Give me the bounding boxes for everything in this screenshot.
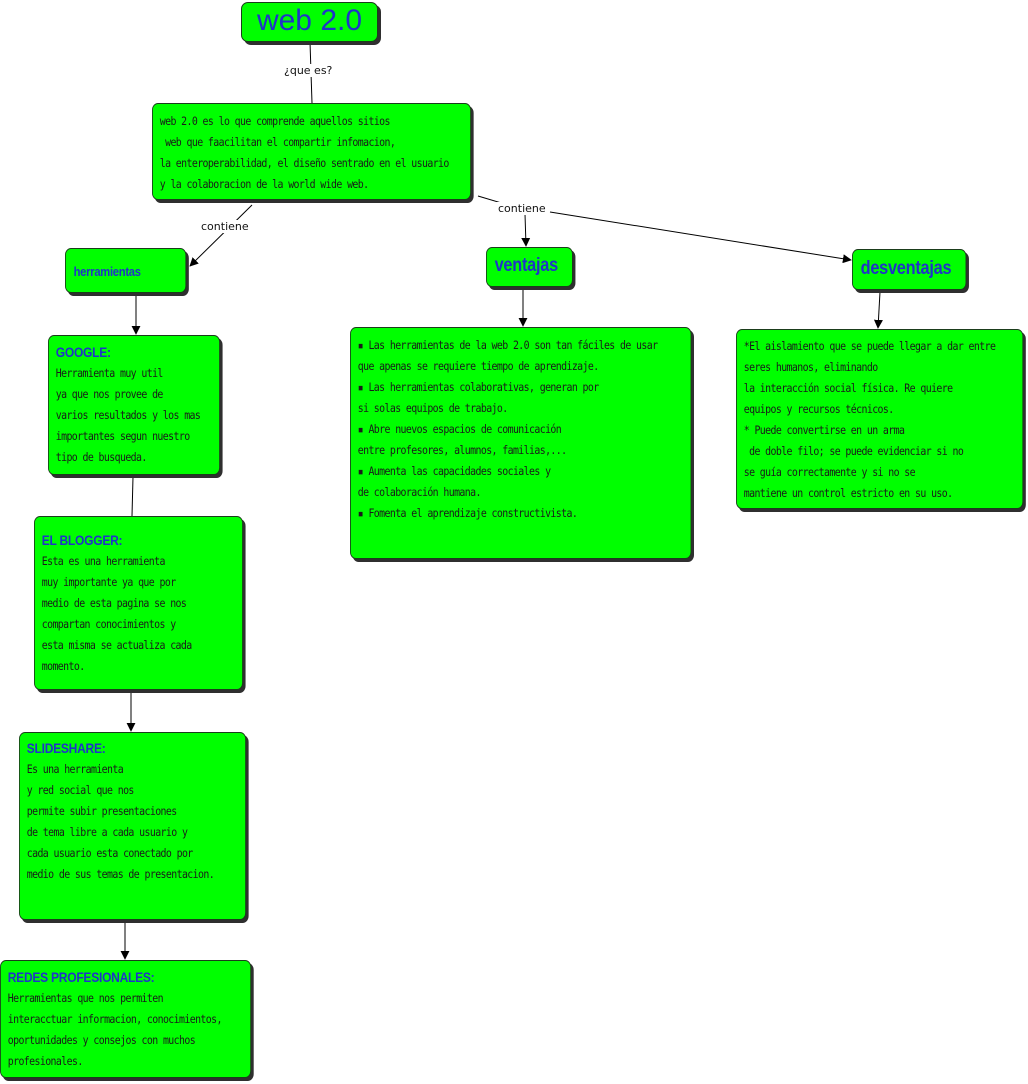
ventajas-line: entre profesores, alumnos, familias,... xyxy=(357,443,567,457)
desventajas-line: seres humanos, eliminando xyxy=(743,360,878,374)
ventajas-line: ▪ Abre nuevos espacios de comunicación xyxy=(357,422,562,436)
link-definition-herramientas xyxy=(189,204,253,267)
desventajas-line: de doble filo; se puede evidenciar si no xyxy=(743,444,964,458)
label-contiene-left: contiene xyxy=(199,220,251,233)
link-to-ventajas xyxy=(521,213,531,247)
desventajas-line: mantiene un control estricto en su uso. xyxy=(743,486,953,500)
blogger-line: momento. xyxy=(41,659,85,673)
desventajas-label: desventajas xyxy=(860,258,952,279)
google-line: Herramienta muy util xyxy=(55,366,164,380)
desventajas-text-node[interactable]: *El aislamiento que se puede llegar a da… xyxy=(736,329,1024,509)
slideshare-node[interactable]: SLIDESHARE: Es una herramienta y red soc… xyxy=(19,732,247,920)
slideshare-line: permite subir presentaciones xyxy=(26,804,177,818)
redes-line: profesionales. xyxy=(7,1054,84,1068)
slideshare-title: SLIDESHARE: xyxy=(26,740,106,756)
herramientas-label: herramientas xyxy=(73,264,141,279)
redes-line: interacctuar informacion, conocimientos, xyxy=(7,1012,223,1026)
blogger-line: compartan conocimientos y xyxy=(41,617,176,631)
blogger-title: EL BLOGGER: xyxy=(41,532,123,548)
label-que-es: ¿que es? xyxy=(282,64,335,77)
ventajas-line: ▪ Las herramientas de la web 2.0 son tan… xyxy=(357,338,658,352)
google-node[interactable]: GOOGLE: Herramienta muy util ya que nos … xyxy=(48,335,220,475)
ventajas-line: que apenas se requiere tiempo de aprendi… xyxy=(357,359,599,373)
desventajas-line: equipos y recursos técnicos. xyxy=(743,402,894,416)
redes-title: REDES PROFESIONALES: xyxy=(7,969,155,985)
link-to-desventajas xyxy=(549,211,852,264)
slideshare-line: cada usuario esta conectado por xyxy=(26,846,194,860)
google-line: ya que nos provee de xyxy=(55,387,164,401)
ventajas-line: ▪ Aumenta las capacidades sociales y xyxy=(357,464,551,478)
blogger-line: esta misma se actualiza cada xyxy=(41,638,192,652)
title-node[interactable]: web 2.0 xyxy=(241,2,378,42)
blogger-line: muy importante ya que por xyxy=(41,575,176,589)
link-desventajas-text xyxy=(873,291,883,329)
label-contiene-right: contiene xyxy=(496,202,548,215)
google-line: tipo de busqueda. xyxy=(55,450,148,464)
ventajas-node[interactable]: ventajas xyxy=(486,247,573,287)
ventajas-line: ▪ Las herramientas colaborativas, genera… xyxy=(357,380,599,394)
herramientas-node[interactable]: herramientas xyxy=(65,248,187,293)
redes-line: Herramientas que nos permiten xyxy=(7,991,164,1005)
ventajas-label: ventajas xyxy=(494,255,559,276)
ventajas-line: de colaboración humana. xyxy=(357,485,482,499)
redes-line: oportunidades y consejos con muchos xyxy=(7,1033,196,1047)
desventajas-node[interactable]: desventajas xyxy=(852,249,967,290)
blogger-node[interactable]: EL BLOGGER: Esta es una herramienta muy … xyxy=(34,516,243,690)
slideshare-line: de tema libre a cada usuario y xyxy=(26,825,188,839)
slideshare-line: y red social que nos xyxy=(26,783,135,797)
definition-node[interactable]: web 2.0 es lo que comprende aquellos sit… xyxy=(152,103,472,200)
google-line: varios resultados y los mas xyxy=(55,408,201,422)
ventajas-line: si solas equipos de trabajo. xyxy=(357,401,508,415)
desventajas-line: * Puede convertirse en un arma xyxy=(743,423,905,437)
blogger-line: medio de esta pagina se nos xyxy=(41,596,187,610)
desventajas-line: *El aislamiento que se puede llegar a da… xyxy=(743,339,996,353)
slideshare-line: medio de sus temas de presentacion. xyxy=(26,867,215,881)
desventajas-line: la interacción social física. Re quiere xyxy=(743,381,953,395)
definition-line: y la colaboracion de la world wide web. xyxy=(159,177,369,191)
google-line: importantes segun nuestro xyxy=(55,429,190,443)
definition-line: la enteroperabilidad, el diseño sentrado… xyxy=(159,156,450,170)
desventajas-line: se guía correctamente y si no se xyxy=(743,465,916,479)
slideshare-line: Es una herramienta xyxy=(26,762,124,776)
ventajas-line: ▪ Fomenta el aprendizaje constructivista… xyxy=(357,506,578,520)
google-title: GOOGLE: xyxy=(55,344,111,360)
title-text: web 2.0 xyxy=(256,4,363,37)
blogger-line: Esta es una herramienta xyxy=(41,554,166,568)
ventajas-text-node[interactable]: ▪ Las herramientas de la web 2.0 son tan… xyxy=(350,327,692,559)
definition-line: web que faacilitan el compartir infomaci… xyxy=(159,135,396,149)
redes-node[interactable]: REDES PROFESIONALES: Herramientas que no… xyxy=(0,960,252,1078)
link-google-blogger xyxy=(131,476,134,517)
definition-line: web 2.0 es lo que comprende aquellos sit… xyxy=(159,114,391,128)
